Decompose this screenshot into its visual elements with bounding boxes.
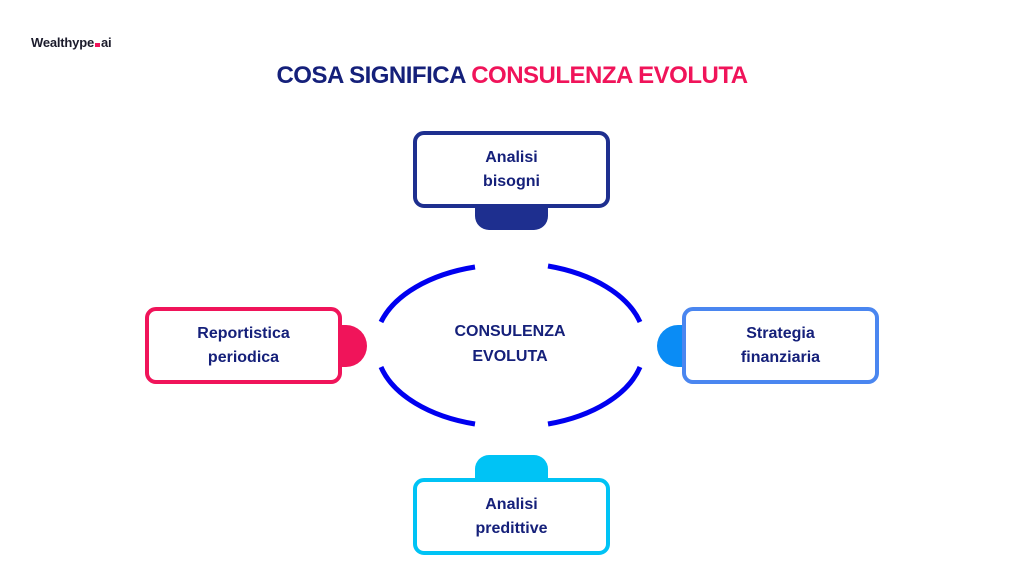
- node-label-line-1: Reportistica: [197, 324, 290, 342]
- node-label-line-1: Analisi: [485, 148, 538, 166]
- ellipse-arc-top-left: [378, 264, 476, 324]
- node-strategia-finanziaria: Strategia finanziaria: [682, 307, 879, 384]
- page-title: COSA SIGNIFICA CONSULENZA EVOLUTA: [0, 62, 1024, 90]
- center-line-1: CONSULENZA: [454, 323, 566, 340]
- logo-text: Wealthype: [31, 35, 94, 50]
- logo-dot: [94, 43, 100, 47]
- center-label: CONSULENZA EVOLUTA: [410, 319, 610, 369]
- node-label-line-2: predittive: [475, 519, 548, 537]
- node-label-line-1: Analisi: [485, 495, 538, 513]
- title-part-1: COSA SIGNIFICA: [276, 62, 466, 89]
- ellipse-arc-bottom-left: [378, 365, 476, 427]
- node-label-line-2: bisogni: [483, 172, 540, 190]
- wealthype-logo: Wealthype ai: [31, 35, 112, 50]
- center-line-2: EVOLUTA: [472, 348, 548, 365]
- logo-suffix: ai: [100, 35, 112, 50]
- node-reportistica-periodica: Reportistica periodica: [145, 307, 342, 384]
- ellipse-arc-top-right: [547, 263, 643, 324]
- node-label-line-1: Strategia: [746, 324, 815, 342]
- node-analisi-bisogni: Analisi bisogni: [413, 131, 610, 208]
- node-label-line-2: finanziaria: [740, 348, 821, 366]
- node-label-line-2: periodica: [207, 348, 280, 366]
- ellipse-arc-bottom-right: [547, 365, 643, 427]
- title-part-2: CONSULENZA EVOLUTA: [471, 62, 748, 89]
- node-analisi-predittive: Analisi predittive: [413, 478, 610, 555]
